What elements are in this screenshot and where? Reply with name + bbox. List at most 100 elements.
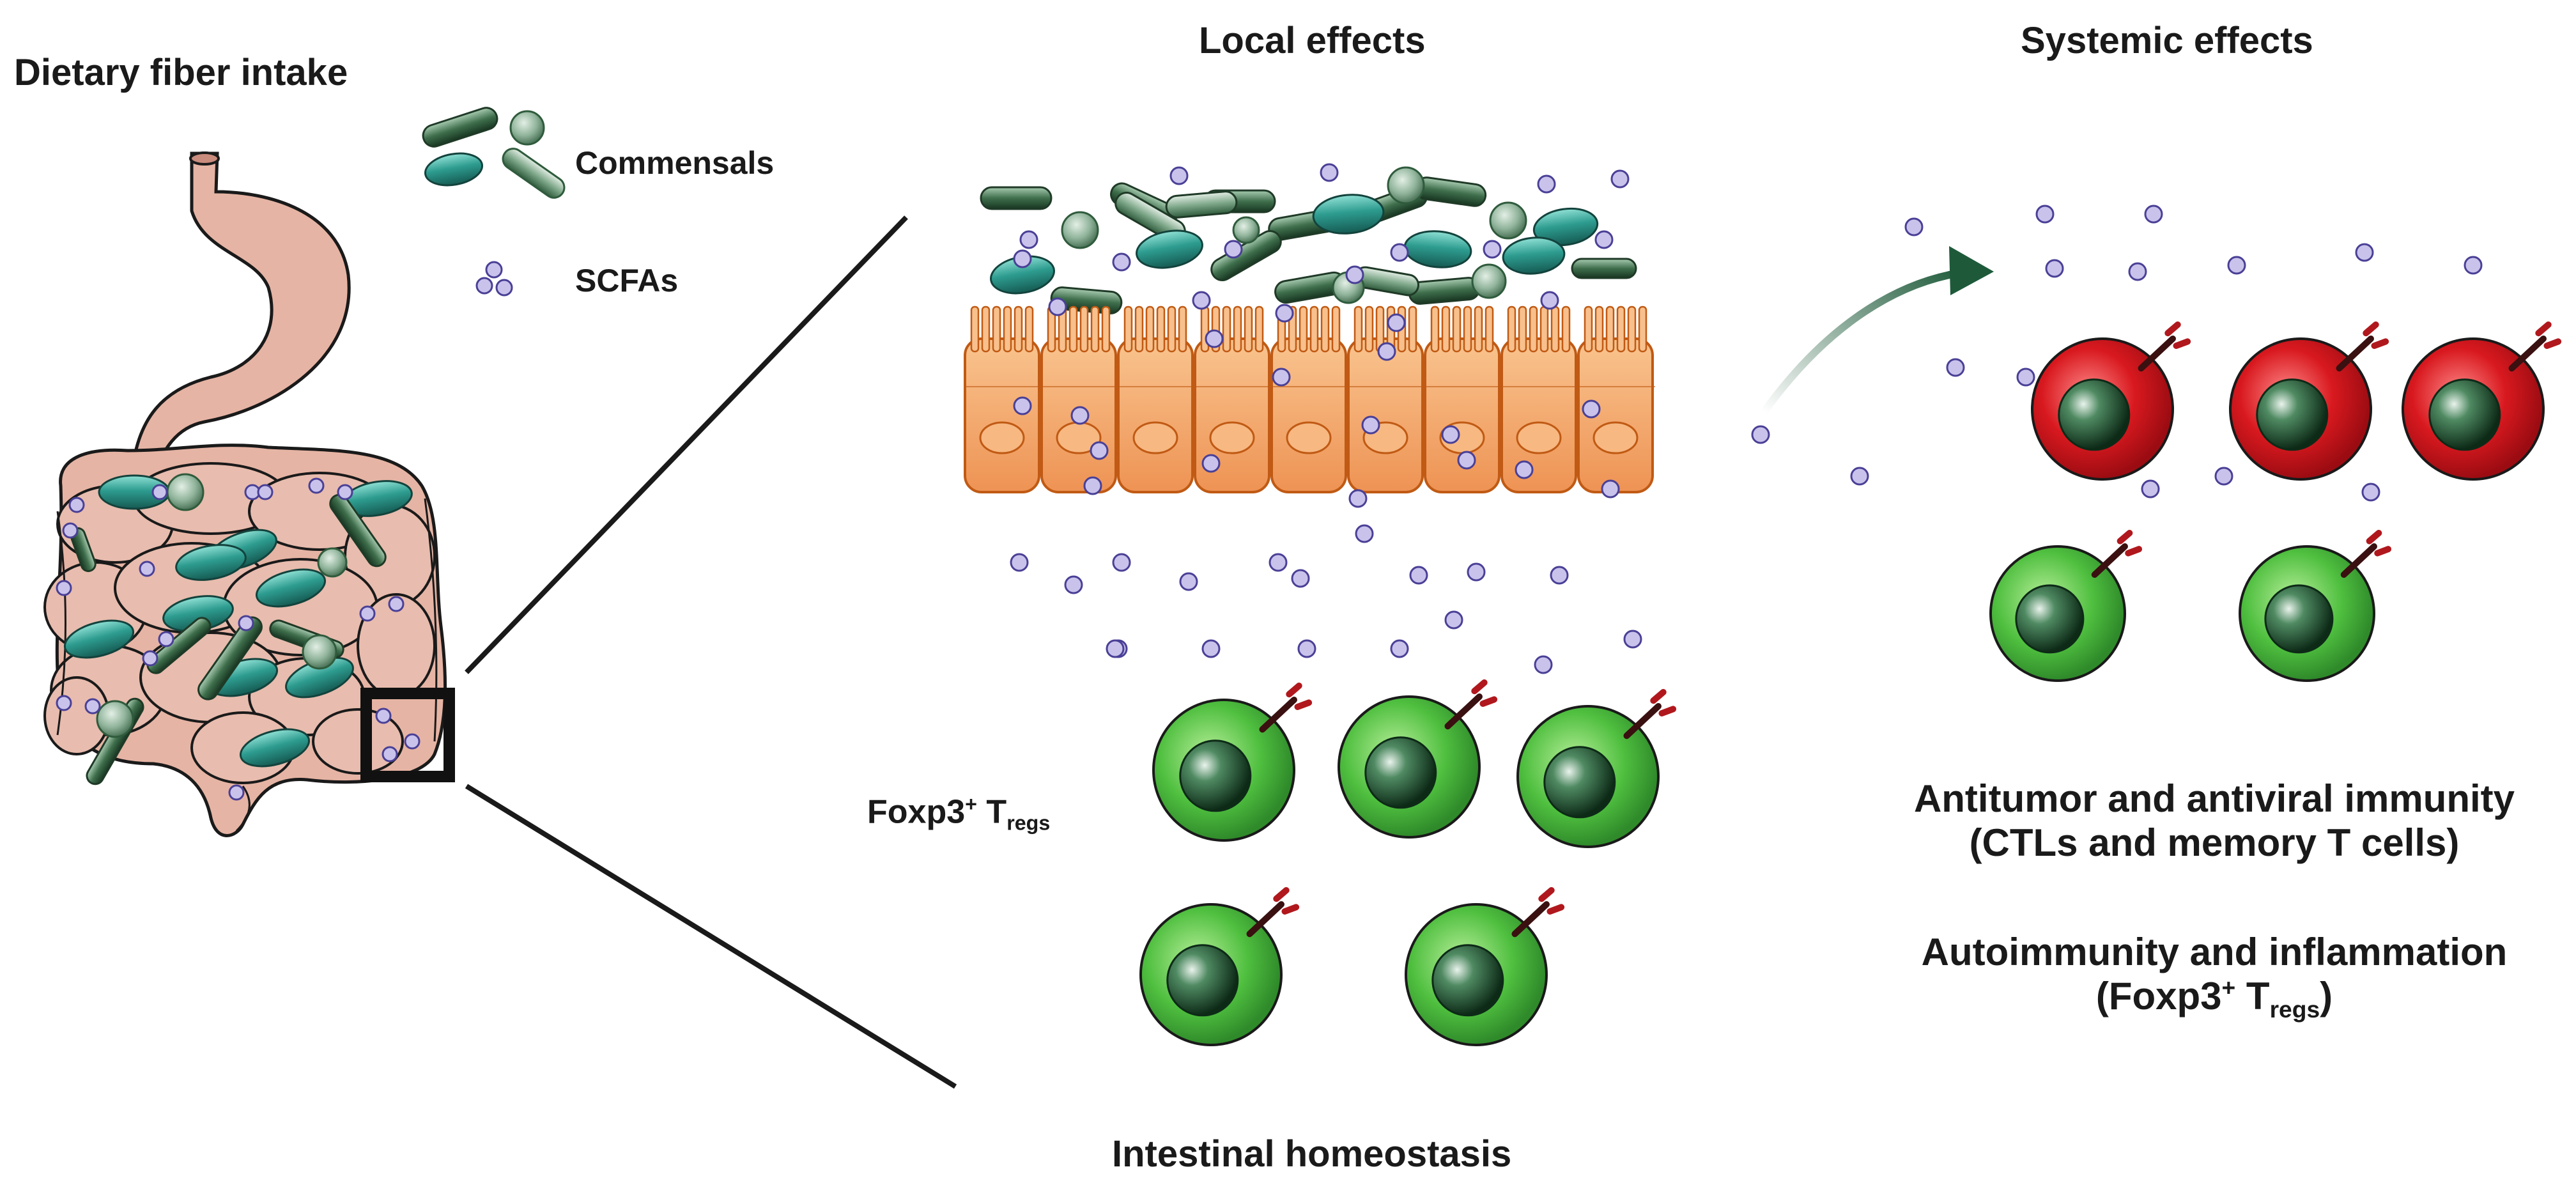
stomach-shape [129, 151, 351, 488]
scfa-dot-icon [1275, 304, 1294, 323]
cell-nucleus [2256, 378, 2329, 451]
receptor-icon [1623, 703, 1662, 739]
microvillus [1299, 306, 1308, 353]
receptor-tip [1538, 887, 1565, 915]
receptor-icon [1444, 693, 1483, 730]
scfa-dot-icon [2355, 243, 2374, 262]
scfa-dot-icon [1467, 562, 1486, 582]
scfa-dot-icon [1534, 655, 1553, 674]
microvillus [1156, 306, 1166, 353]
microvillus [981, 306, 991, 353]
scfa-dot-icon [1345, 265, 1364, 284]
scfa-dot-icon [308, 477, 325, 494]
scfa-dot-icon [1537, 174, 1556, 194]
microvillus [1354, 306, 1363, 353]
gut-illustration [43, 151, 455, 837]
scfa-dot-icon [475, 277, 493, 295]
zoom-box [360, 688, 455, 782]
scfa-dot-icon [1390, 639, 1409, 658]
microvillus [1123, 306, 1133, 353]
outcome-line-4-end: ) [2320, 975, 2333, 1017]
microvillus [1145, 306, 1155, 353]
scfa-dot-icon [2227, 256, 2246, 275]
zoom-line-bottom [465, 784, 957, 1089]
scfa-dot-icon [1064, 575, 1083, 594]
outcome-line-4-t: T [2235, 975, 2270, 1017]
treg-label: Foxp3+ Tregs [867, 793, 1050, 835]
local-effects-title: Local effects [1199, 20, 1426, 61]
effector-t-cell-icon [2229, 321, 2389, 481]
treg-cell-icon [1405, 887, 1565, 1046]
bacterium-icon [197, 616, 263, 700]
effector-t-cell-icon [2031, 321, 2191, 481]
cell-nucleus [1543, 746, 1616, 819]
scfa-dot-icon [1013, 249, 1032, 268]
scfa-dot-icon [2035, 205, 2055, 224]
systemic-outcome-autoimmunity: Autoimmunity and inflammation (Foxp3+ Tr… [1879, 930, 2550, 1023]
bacterium-icon [329, 493, 387, 568]
bacterium-icon [1403, 230, 1472, 268]
intestine-loop [312, 708, 404, 775]
scfa-dot-icon [2141, 479, 2160, 499]
scfa-dot-icon [1019, 230, 1038, 249]
microvillus [1594, 306, 1604, 353]
systemic-t-cells [1989, 321, 2562, 682]
effector-t-cell-icon [2402, 321, 2562, 481]
microvillus [1222, 306, 1231, 353]
gut-commensals [56, 473, 420, 801]
scfa-dot-icon [2214, 467, 2233, 486]
scfa-dot-icon [1483, 240, 1502, 259]
receptor-icon [1511, 901, 1550, 938]
microvillus [1463, 306, 1472, 353]
microvillus [1167, 306, 1176, 353]
microvillus [1090, 306, 1100, 353]
scfa-dot-icon [1409, 566, 1428, 585]
outcome-line-4: (Foxp3+ Tregs) [1879, 974, 2550, 1023]
local-treg-cells [1139, 679, 1677, 1046]
scfa-dot-icon [1090, 441, 1109, 460]
scfa-dot-icon [359, 605, 376, 622]
microvillus [1584, 306, 1593, 353]
scfa-dot-icon [1377, 342, 1396, 361]
scfa-dot-icon [1291, 569, 1310, 588]
bacterium-icon [1387, 166, 1425, 205]
bacterium-icon [317, 547, 348, 578]
commensals-legend-label: Commensals [575, 145, 775, 181]
microvillus [1507, 306, 1516, 353]
epithelial-cell [1270, 337, 1347, 493]
scfa-dot-icon [68, 497, 85, 513]
bacterium-icon [1061, 211, 1099, 249]
microvillus [1244, 306, 1253, 353]
scfa-dot-icon [375, 708, 392, 724]
scfa-dot-icon [1361, 415, 1380, 435]
outcome-line-4-sub: regs [2269, 996, 2320, 1023]
scfa-dot-icon [1594, 230, 1614, 249]
microvillus [1616, 306, 1626, 353]
bacterium-icon [63, 619, 135, 659]
receptor-tip [2363, 321, 2389, 349]
scfa-dot-icon [1582, 399, 1601, 419]
microvillus [1441, 306, 1451, 353]
outcome-line-4-main: (Foxp3 [2095, 975, 2222, 1017]
bacterium-icon [96, 700, 134, 738]
bacterium-icon [1312, 194, 1385, 235]
receptor-icon [1246, 901, 1284, 938]
treg-label-main: Foxp3 [867, 793, 966, 831]
bacterium-icon [1489, 201, 1527, 240]
bacterium-icon [1136, 229, 1203, 269]
systemic-effects-title: Systemic effects [2021, 20, 2313, 61]
receptor-tip [1650, 689, 1677, 716]
microvillus [1320, 306, 1330, 353]
receptor-tip [2164, 321, 2191, 349]
cell-nucleus [2428, 378, 2501, 451]
intestine-fold [424, 498, 438, 742]
treg-label-sub: regs [1006, 811, 1051, 835]
cell-nucleus [2264, 584, 2334, 654]
scfa-dot-icon [1048, 297, 1067, 316]
scfa-dot-icon [228, 784, 245, 801]
bacterium-icon [302, 634, 337, 670]
cell-nucleus [1364, 736, 1437, 809]
scfa-dot-icon [1610, 169, 1630, 189]
scfa-dot-icon [62, 522, 79, 539]
